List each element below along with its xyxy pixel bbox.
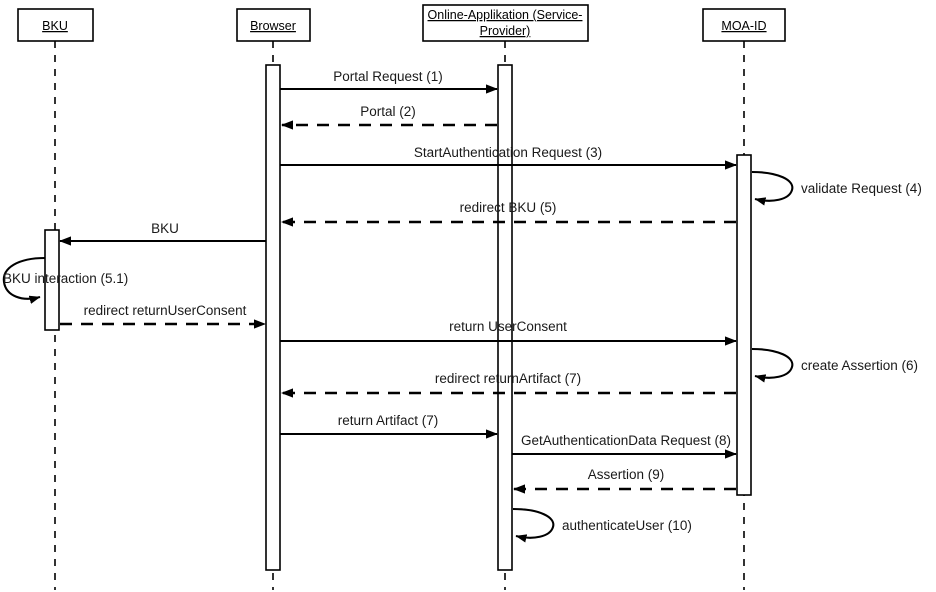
message-label-return-artifact: return Artifact (7) xyxy=(338,413,439,428)
message-label-authenticate-user: authenticateUser (10) xyxy=(562,518,692,533)
message-redirect-bku[interactable]: redirect BKU (5) xyxy=(281,200,736,227)
message-bku-interaction[interactable]: BKU interaction (5.1) xyxy=(2,256,128,304)
activation-bar-moaid xyxy=(736,154,752,496)
message-label-portal: Portal (2) xyxy=(360,104,416,119)
participant-box-online-app[interactable] xyxy=(422,4,589,42)
message-return-user-consent[interactable]: return UserConsent xyxy=(280,319,737,346)
message-authenticate-user[interactable]: authenticateUser (10) xyxy=(512,507,692,543)
activation-bar-browser xyxy=(265,64,281,571)
message-label-bku: BKU xyxy=(151,221,179,236)
message-label-create-assertion: create Assertion (6) xyxy=(801,358,918,373)
message-arrow-validate-request xyxy=(751,170,794,206)
participant-label-bku: BKU xyxy=(42,19,68,33)
message-get-authentication-data-request[interactable]: GetAuthenticationData Request (8) xyxy=(512,433,737,459)
message-label-validate-request: validate Request (4) xyxy=(801,181,922,196)
participant-headers: BKU Browser Online-Applikation (Service-… xyxy=(17,4,786,42)
message-label-return-user-consent: return UserConsent xyxy=(449,319,567,334)
message-return-artifact[interactable]: return Artifact (7) xyxy=(280,413,498,439)
message-label-bku-interaction: BKU interaction (5.1) xyxy=(3,271,128,286)
message-label-redirect-return-artifact: redirect returnArtifact (7) xyxy=(435,371,581,386)
message-portal-request[interactable]: Portal Request (1) xyxy=(280,69,498,94)
message-label-portal-request: Portal Request (1) xyxy=(333,69,443,84)
message-assertion[interactable]: Assertion (9) xyxy=(513,467,736,494)
message-arrow-create-assertion xyxy=(751,347,794,383)
message-label-start-authentication-request: StartAuthentication Request (3) xyxy=(414,145,602,160)
message-label-redirect-bku: redirect BKU (5) xyxy=(460,200,557,215)
message-label-redirect-return-user-consent: redirect returnUserConsent xyxy=(84,303,247,318)
participant-label-online-app-line2: Provider) xyxy=(480,24,531,38)
message-redirect-return-artifact[interactable]: redirect returnArtifact (7) xyxy=(281,371,736,398)
message-validate-request[interactable]: validate Request (4) xyxy=(751,170,922,206)
activation-bars xyxy=(44,64,752,571)
message-portal[interactable]: Portal (2) xyxy=(281,104,497,130)
message-create-assertion[interactable]: create Assertion (6) xyxy=(751,347,918,383)
participant-label-browser: Browser xyxy=(250,19,296,33)
participant-box-moaid[interactable] xyxy=(702,8,786,42)
message-arrow-bku-interaction xyxy=(2,256,46,304)
participant-label-moaid: MOA-ID xyxy=(721,19,766,33)
message-arrow-authenticate-user xyxy=(512,507,555,543)
activation-bar-bku xyxy=(44,229,60,331)
message-bku[interactable]: BKU xyxy=(59,221,266,246)
message-label-get-authentication-data-request: GetAuthenticationData Request (8) xyxy=(521,433,731,448)
activation-bar-online-app xyxy=(497,64,513,571)
message-redirect-return-user-consent[interactable]: redirect returnUserConsent xyxy=(60,303,266,329)
message-start-authentication-request[interactable]: StartAuthentication Request (3) xyxy=(280,145,737,170)
participant-box-browser[interactable] xyxy=(236,8,311,42)
message-label-assertion: Assertion (9) xyxy=(588,467,665,482)
participant-box-bku[interactable] xyxy=(17,8,94,42)
participant-label-online-app-line1: Online-Applikation (Service- xyxy=(428,8,583,22)
